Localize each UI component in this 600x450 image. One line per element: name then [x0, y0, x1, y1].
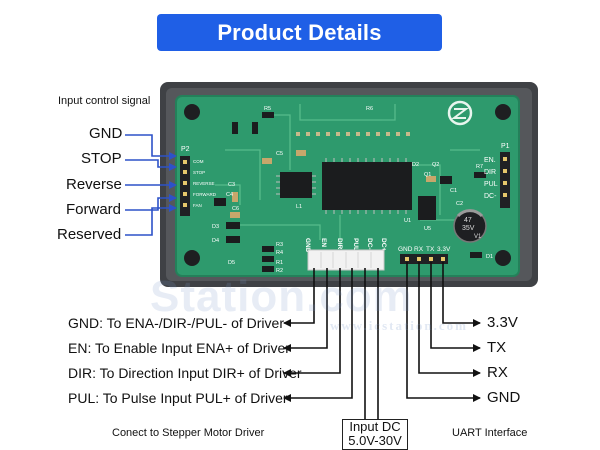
silk-c2: C2	[456, 201, 463, 207]
bottom-pin-pul: PUL	[352, 238, 359, 251]
p2-pin-com: COM	[193, 159, 204, 164]
silk-r7: R7	[476, 164, 483, 170]
p2-pin-forward: FORWARD	[193, 192, 217, 197]
uart-pin-tx: TX	[426, 246, 435, 253]
power-input-box: Input DC 5.0V-30V	[342, 419, 408, 450]
header-p2	[180, 156, 190, 216]
input-label-reserved: Reserved	[57, 226, 122, 243]
silk-r4: R4	[276, 250, 283, 256]
bottom-pin-gnd: GND	[304, 238, 311, 253]
silk-r6: R6	[366, 106, 373, 112]
driver-label-gnd: GND: To ENA-/DIR-/PUL- of Driver	[68, 315, 284, 331]
silk-d5: D5	[228, 260, 235, 266]
silk-q1: Q1	[424, 172, 431, 178]
silk-r1: R1	[276, 260, 283, 266]
uart-wires	[406, 262, 481, 402]
uart-pin-3v3: 3.3V	[437, 246, 451, 253]
cap-label-1: 47	[464, 217, 472, 224]
input-signal-arrows	[125, 134, 177, 236]
p2-label: P2	[181, 146, 190, 153]
silk-c5: C5	[276, 151, 283, 157]
uart-pin-rx: RX	[414, 246, 424, 253]
title-banner: Product Details	[157, 14, 442, 51]
footer-uart: UART Interface	[452, 427, 528, 439]
silk-u1: U1	[404, 218, 411, 224]
p1-pin-dc: DC-	[484, 193, 497, 200]
silk-r3: R3	[276, 242, 283, 248]
input-label-stop: STOP	[81, 150, 122, 167]
input-label-gnd: GND	[89, 125, 123, 142]
silk-c4: C4	[226, 192, 233, 198]
bottom-pin-dcp: DC+	[380, 238, 387, 251]
silk-r2: R2	[276, 268, 283, 274]
p1-pin-pul: PUL	[484, 181, 498, 188]
silk-d1: D1	[486, 254, 493, 260]
bottom-pin-dir: DIR	[336, 238, 343, 250]
silk-l1: L1	[296, 204, 302, 210]
p2-pin-stop: STOP	[193, 170, 205, 175]
footer-stepper: Conect to Stepper Motor Driver	[112, 427, 265, 439]
p1-pin-en: EN.	[484, 157, 496, 164]
regulator-chip	[418, 196, 436, 220]
driver-ic-chip	[280, 172, 312, 198]
driver-label-pul: PUL: To Pulse Input PUL+ of Driver	[68, 390, 288, 406]
p1-pin-dir: DIR	[484, 169, 496, 176]
uart-pin-gnd: GND	[398, 246, 413, 253]
power-input-line2: 5.0V-30V	[348, 433, 402, 448]
silk-u5: U5	[424, 226, 431, 232]
input-label-reverse: Reverse	[66, 176, 122, 193]
silk-d3: D3	[212, 224, 219, 230]
uart-header	[400, 254, 448, 264]
p2-pin-fan: FAN	[193, 203, 202, 208]
driver-wires	[283, 268, 379, 419]
watermark-url: www.icstation.com	[330, 318, 468, 333]
cap-label-2: 35V	[462, 225, 475, 232]
p1-label: P1	[501, 143, 510, 150]
silk-r5: R5	[264, 106, 271, 112]
uart-label-3v3: 3.3V	[487, 314, 518, 331]
mount-hole	[184, 250, 200, 266]
uart-label-rx: RX	[487, 364, 508, 381]
driver-label-en: EN: To Enable Input ENA+ of Driver	[68, 340, 290, 356]
power-input-line1: Input DC	[349, 419, 401, 434]
page-title: Product Details	[217, 19, 382, 45]
silk-d2: D2	[412, 162, 419, 168]
driver-label-dir: DIR: To Direction Input DIR+ of Driver	[68, 365, 302, 381]
uart-label-tx: TX	[487, 339, 507, 356]
main-ic-chip	[322, 162, 412, 210]
p2-pin-reverse: REVERSE	[193, 181, 215, 186]
mount-hole	[184, 104, 200, 120]
input-signal-label: Input control signal	[58, 95, 151, 107]
silk-q2: Q2	[432, 162, 439, 168]
input-label-forward: Forward	[66, 201, 122, 218]
silk-d4: D4	[212, 238, 219, 244]
bottom-pin-dcm: DC-	[366, 238, 373, 250]
cap-label-3: V1	[474, 234, 482, 240]
silk-c3: C3	[228, 182, 235, 188]
bottom-pin-en: EN	[320, 238, 327, 247]
mount-hole	[495, 104, 511, 120]
brand-logo-icon	[447, 100, 473, 126]
silk-c1: C1	[450, 188, 457, 194]
uart-label-gnd: GND	[487, 389, 521, 406]
silk-c6: C6	[232, 206, 239, 212]
mount-hole	[495, 250, 511, 266]
watermark-main: Station.com	[150, 272, 413, 321]
header-p1	[500, 152, 510, 208]
